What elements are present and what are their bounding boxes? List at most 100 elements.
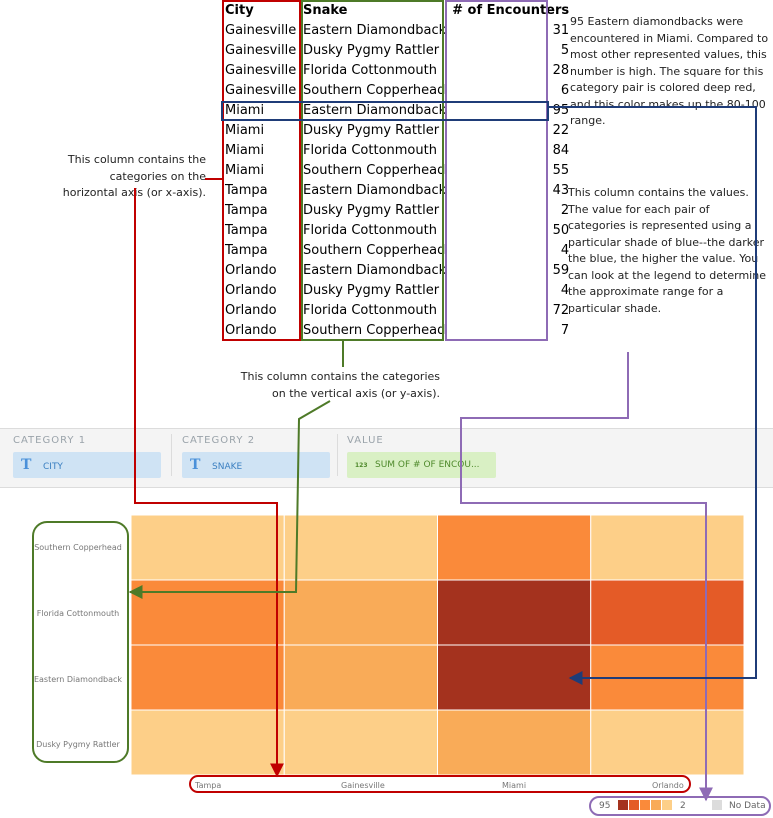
heatmap-cell[interactable] bbox=[283, 579, 438, 646]
cell-snake: Dusky Pygmy Rattler bbox=[303, 283, 440, 298]
table-row: Tampa Eastern Diamondback 43 bbox=[222, 181, 572, 201]
cell-encounters: 4 bbox=[560, 243, 570, 258]
legend-swatch bbox=[662, 800, 672, 810]
cell-encounters: 28 bbox=[552, 63, 570, 78]
heatmap-cell[interactable] bbox=[437, 579, 592, 646]
y-tick-label: Florida Cottonmouth bbox=[36, 609, 120, 618]
cell-city: Tampa bbox=[225, 223, 268, 238]
heatmap-chart bbox=[130, 514, 745, 776]
yaxis-arrow bbox=[128, 400, 331, 599]
cell-city: Orlando bbox=[225, 263, 277, 278]
miami-row-highlight bbox=[221, 101, 549, 121]
x-tick-label: Miami bbox=[502, 781, 527, 790]
city-field-pill[interactable]: T CITY bbox=[13, 452, 161, 478]
heatmap-cell[interactable] bbox=[590, 579, 745, 646]
category1-label: CATEGORY 1 bbox=[13, 435, 87, 446]
legend-swatch bbox=[618, 800, 628, 810]
text-type-icon: T bbox=[21, 457, 32, 473]
cell-encounters: 6 bbox=[560, 83, 570, 98]
heatmap-cell[interactable] bbox=[283, 644, 438, 711]
cell-snake: Dusky Pygmy Rattler bbox=[303, 43, 440, 58]
x-axis-highlight bbox=[189, 775, 691, 793]
x-tick-label: Gainesville bbox=[341, 781, 385, 790]
miami-annotation: 95 Eastern diamondbacks were encountered… bbox=[570, 15, 769, 127]
heatmap-cell[interactable] bbox=[437, 709, 592, 776]
cell-city: Miami bbox=[225, 103, 265, 118]
legend-max-label: 95 bbox=[599, 801, 611, 811]
heatmap-cell[interactable] bbox=[130, 514, 285, 581]
value-column-highlight bbox=[445, 0, 548, 341]
snake-column-highlight bbox=[301, 0, 444, 341]
cell-encounters: 43 bbox=[552, 183, 570, 198]
header-encounters: # of Encounters bbox=[452, 3, 570, 18]
cell-snake: Florida Cottonmouth bbox=[303, 143, 437, 158]
heatmap-cell[interactable] bbox=[590, 514, 745, 581]
table-header-row: City Snake # of Encounters bbox=[222, 1, 572, 21]
cell-city: Miami bbox=[225, 123, 265, 138]
cell-snake: Florida Cottonmouth bbox=[303, 303, 437, 318]
cell-encounters: 22 bbox=[552, 123, 570, 138]
cell-snake: Eastern Diamondback bbox=[303, 103, 447, 118]
cell-encounters: 72 bbox=[552, 303, 570, 318]
miami-arrow bbox=[548, 106, 757, 685]
header-city: City bbox=[225, 3, 254, 18]
values-annotation: This column contains the values. The val… bbox=[568, 186, 766, 315]
heatmap-cell[interactable] bbox=[437, 514, 592, 581]
heatmap-cell[interactable] bbox=[130, 644, 285, 711]
value-field-label: SUM OF # OF ENCOU... bbox=[375, 460, 480, 470]
cell-encounters: 4 bbox=[560, 283, 570, 298]
yaxis-annotation: This column contains the categories on t… bbox=[240, 370, 440, 400]
category2-label: CATEGORY 2 bbox=[182, 435, 256, 446]
cell-city: Orlando bbox=[225, 303, 277, 318]
cell-encounters: 59 bbox=[552, 263, 570, 278]
cell-encounters: 2 bbox=[560, 203, 570, 218]
snake-field-label: SNAKE bbox=[212, 462, 243, 472]
xaxis-annotation: This column contains the categories on t… bbox=[62, 153, 206, 199]
cell-snake: Eastern Diamondback bbox=[303, 183, 447, 198]
heatmap-cell[interactable] bbox=[283, 709, 438, 776]
legend-nodata-label: No Data bbox=[729, 801, 766, 811]
cell-encounters: 55 bbox=[552, 163, 570, 178]
cell-snake: Florida Cottonmouth bbox=[303, 223, 437, 238]
heatmap-cell[interactable] bbox=[590, 709, 745, 776]
heatmap-cell[interactable] bbox=[130, 709, 285, 776]
cell-snake: Southern Copperhead bbox=[303, 83, 446, 98]
numeric-type-icon: 123 bbox=[355, 462, 368, 469]
cell-snake: Southern Copperhead bbox=[303, 243, 446, 258]
y-tick-label: Southern Copperhead bbox=[34, 543, 122, 552]
cell-city: Tampa bbox=[225, 203, 268, 218]
heatmap-cell[interactable] bbox=[283, 514, 438, 581]
x-tick-label: Orlando bbox=[652, 781, 684, 790]
value-field-pill[interactable]: 123 SUM OF # OF ENCOU... bbox=[347, 452, 496, 478]
cell-snake: Florida Cottonmouth bbox=[303, 63, 437, 78]
cell-city: Orlando bbox=[225, 323, 277, 338]
city-field-label: CITY bbox=[43, 462, 63, 472]
panel-divider bbox=[171, 434, 172, 476]
legend-swatch bbox=[629, 800, 639, 810]
legend-swatches bbox=[618, 800, 722, 810]
cell-snake: Eastern Diamondback bbox=[303, 263, 447, 278]
cell-snake: Eastern Diamondback bbox=[303, 23, 447, 38]
cell-encounters: 84 bbox=[552, 143, 570, 158]
legend-min-label: 2 bbox=[680, 801, 686, 811]
heatmap-cell[interactable] bbox=[130, 579, 285, 646]
city-column-highlight bbox=[222, 0, 301, 341]
cell-encounters: 7 bbox=[560, 323, 570, 338]
cell-city: Tampa bbox=[225, 183, 268, 198]
y-tick-label: Eastern Diamondback bbox=[33, 675, 123, 684]
heatmap-cell[interactable] bbox=[437, 644, 592, 711]
